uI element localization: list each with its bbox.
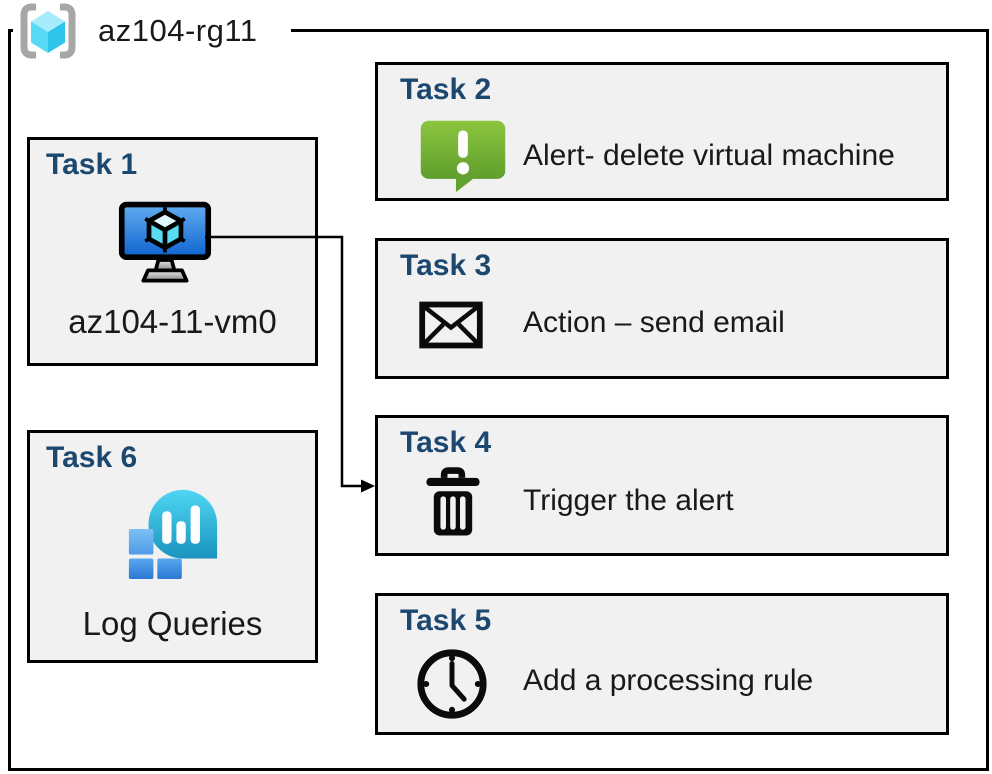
resource-group-icon (20, 3, 76, 59)
virtual-machine-icon (118, 201, 212, 283)
border-gap (13, 25, 291, 36)
task3-title: Task 3 (400, 249, 492, 282)
task5-title: Task 5 (400, 604, 492, 637)
resource-group-boundary (8, 29, 989, 771)
task6-title: Task 6 (46, 441, 138, 474)
task3-label: Action – send email (523, 306, 785, 339)
task1-box: Task 1 az104-11-vm0 (27, 137, 318, 366)
log-analytics-icon (128, 489, 218, 580)
task2-label: Alert- delete virtual machine (523, 139, 895, 172)
task4-label: Trigger the alert (523, 484, 734, 517)
task5-box: Task 5 Add a processing rule (375, 593, 949, 735)
task2-box: Task 2 Alert- delete virtual machine (375, 62, 949, 201)
email-icon (419, 301, 483, 349)
resource-group-name: az104-rg11 (98, 13, 258, 48)
alert-icon (420, 120, 506, 193)
task2-title: Task 2 (400, 73, 492, 106)
task6-caption: Log Queries (82, 605, 263, 642)
task1-caption: az104-11-vm0 (68, 303, 277, 340)
task3-box: Task 3 Action – send email (375, 238, 949, 379)
task4-box: Task 4 Trigger the alert (375, 415, 949, 556)
task5-label: Add a processing rule (523, 664, 814, 697)
task4-title: Task 4 (400, 426, 492, 459)
task1-title: Task 1 (46, 148, 138, 181)
clock-icon (417, 649, 487, 719)
trash-icon (426, 467, 480, 536)
task6-box: Task 6 Log Queries (27, 430, 318, 663)
